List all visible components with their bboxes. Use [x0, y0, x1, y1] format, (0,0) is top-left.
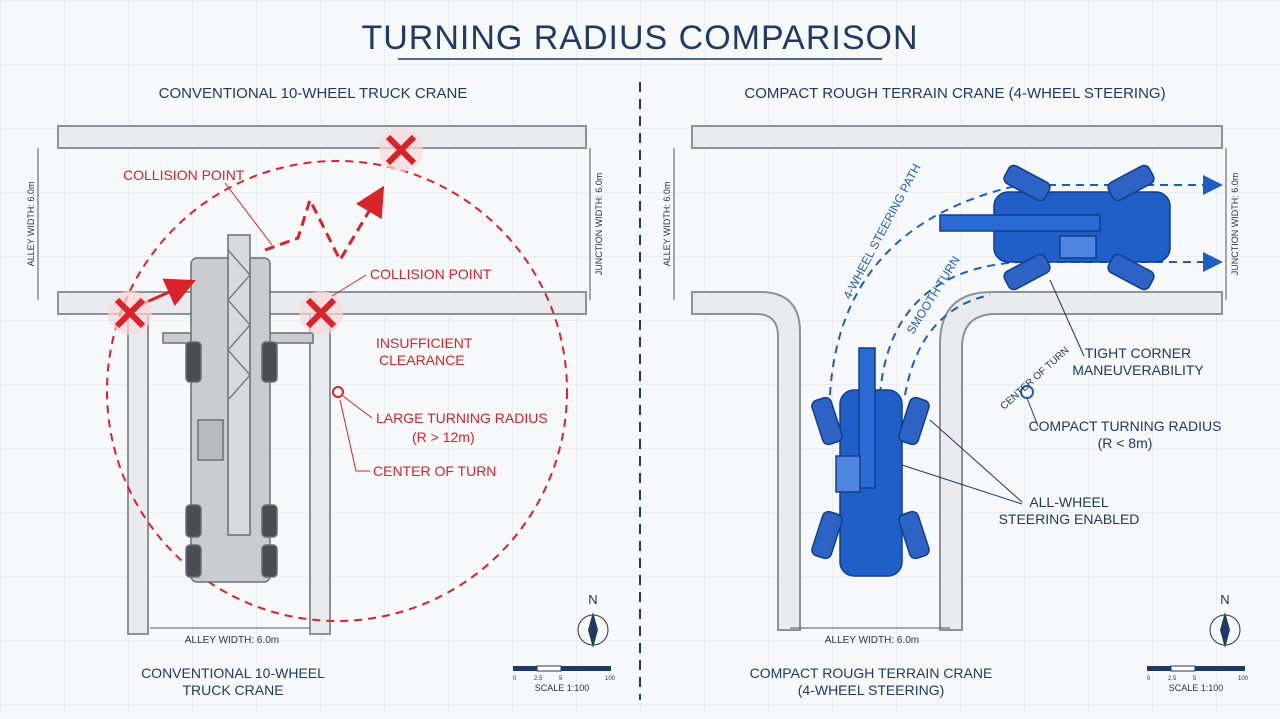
north-label: N — [1220, 592, 1229, 607]
crane-cab — [835, 455, 861, 493]
large-turning-circle — [106, 160, 568, 622]
x-icon — [114, 297, 146, 329]
right-alley-width-bottom: ALLEY WIDTH: 6.0m — [825, 635, 919, 646]
all-wheel-line2: STEERING ENABLED — [999, 511, 1140, 527]
crane-boom — [939, 214, 1101, 232]
compact-crane-end — [939, 164, 1171, 291]
center-of-turn-marker — [332, 386, 344, 398]
insufficient-clearance-line1: INSUFFICIENT — [376, 335, 473, 351]
wheel — [811, 396, 843, 446]
wheel — [185, 544, 202, 578]
center-of-turn-label: CENTER OF TURN — [373, 463, 496, 479]
collision-marker-left — [108, 291, 152, 335]
left-junction-width: JUNCTION WIDTH: 6.0m — [594, 173, 604, 276]
left-heading: CONVENTIONAL 10-WHEEL TRUCK CRANE — [159, 85, 468, 102]
large-radius-line1: LARGE TURNING RADIUS — [376, 410, 548, 426]
collision-point-label-top: COLLISION POINT — [123, 167, 245, 183]
all-wheel-line1: ALL-WHEEL — [1029, 494, 1109, 510]
right-alley-width-side: ALLEY WIDTH: 6.0m — [662, 182, 672, 267]
right-panel: COMPACT ROUGH TERRAIN CRANE (4-WHEEL STE… — [662, 85, 1249, 698]
crane-cab — [197, 419, 224, 461]
attempted-path — [264, 185, 385, 264]
scale-tick: 2.5 — [534, 676, 543, 682]
left-corner-curb — [691, 291, 801, 631]
scale-tick: 100 — [1238, 676, 1249, 682]
leader-line — [342, 395, 373, 419]
insufficient-clearance-line2: CLEARANCE — [379, 352, 465, 368]
leader-line — [1026, 397, 1039, 427]
right-alley-curb — [309, 313, 331, 635]
north-label: N — [588, 592, 597, 607]
wheel — [898, 396, 930, 446]
leader-line — [224, 182, 273, 246]
x-icon — [305, 297, 337, 329]
top-road-curb — [691, 125, 1223, 149]
right-compass: N — [1209, 592, 1241, 648]
wheel — [185, 341, 202, 383]
left-alley-curb — [127, 313, 149, 635]
scale-tick: 2.5 — [1168, 676, 1177, 682]
left-scale-bar: 0 2.5 5 100 SCALE 1:100 — [513, 665, 616, 693]
right-footer-line2: (4-WHEEL STEERING) — [798, 682, 945, 698]
crane-boom — [858, 347, 876, 489]
leader-line — [339, 399, 370, 472]
wheel — [261, 341, 278, 383]
right-corner-curb — [939, 291, 1223, 631]
top-road-curb — [57, 125, 587, 149]
scale-label: SCALE 1:100 — [1169, 683, 1224, 693]
steering-path-middle — [879, 252, 1223, 396]
steering-path-inner — [904, 294, 991, 396]
wheel — [811, 510, 843, 560]
steering-path-outer — [829, 175, 1223, 396]
compact-radius-line1: COMPACT TURNING RADIUS — [1029, 418, 1222, 434]
page-title: TURNING RADIUS COMPARISON — [361, 19, 918, 57]
right-road — [691, 125, 1223, 631]
truck-crane — [162, 234, 314, 583]
right-scale-bar: 0 2.5 5 100 SCALE 1:100 — [1147, 665, 1249, 693]
right-footer-line1: COMPACT ROUGH TERRAIN CRANE — [750, 665, 993, 681]
scale-tick: 0 — [1147, 676, 1151, 682]
scale-label: SCALE 1:100 — [535, 683, 590, 693]
left-footer-line1: CONVENTIONAL 10-WHEEL — [141, 665, 325, 681]
wheel — [185, 504, 202, 538]
scale-tick: 0 — [513, 676, 517, 682]
leader-line — [331, 274, 367, 297]
scale-tick: 100 — [605, 676, 616, 682]
scale-tick: 5 — [559, 676, 563, 682]
large-radius-line2: (R > 12m) — [412, 429, 475, 445]
tight-corner-line1: TIGHT CORNER — [1085, 345, 1191, 361]
north-arrow-icon — [1220, 612, 1230, 648]
right-junction-width: JUNCTION WIDTH: 6.0m — [1230, 173, 1240, 276]
crane-boom — [227, 234, 251, 536]
wheel — [898, 510, 930, 560]
compact-crane-start — [811, 347, 930, 577]
boom-lattice — [227, 249, 251, 401]
compact-radius-line2: (R < 8m) — [1098, 435, 1153, 451]
leader-line — [929, 419, 1023, 503]
left-compass: N — [577, 592, 609, 648]
wheel — [261, 504, 278, 538]
collision-point-label-right: COLLISION POINT — [370, 266, 492, 282]
x-icon — [385, 134, 417, 166]
right-heading: COMPACT ROUGH TERRAIN CRANE (4-WHEEL STE… — [744, 85, 1165, 102]
left-panel: CONVENTIONAL 10-WHEEL TRUCK CRANE ALLEY … — [26, 85, 616, 698]
leader-line — [901, 464, 1023, 505]
wheel — [261, 544, 278, 578]
scale-tick: 5 — [1193, 676, 1197, 682]
wheel — [1107, 253, 1155, 291]
collision-marker-right — [299, 291, 343, 335]
left-footer-line2: TRUCK CRANE — [182, 682, 283, 698]
left-alley-width-side: ALLEY WIDTH: 6.0m — [26, 182, 36, 267]
wheel — [1107, 164, 1155, 202]
north-arrow-icon — [588, 612, 598, 648]
wheel — [1003, 253, 1051, 291]
wheel — [1003, 164, 1051, 202]
leader-line — [1049, 279, 1085, 357]
crane-cab — [1059, 235, 1097, 259]
collision-marker-top — [379, 128, 423, 172]
tight-corner-line2: MANEUVERABILITY — [1072, 362, 1204, 378]
left-alley-width-bottom: ALLEY WIDTH: 6.0m — [185, 635, 279, 646]
